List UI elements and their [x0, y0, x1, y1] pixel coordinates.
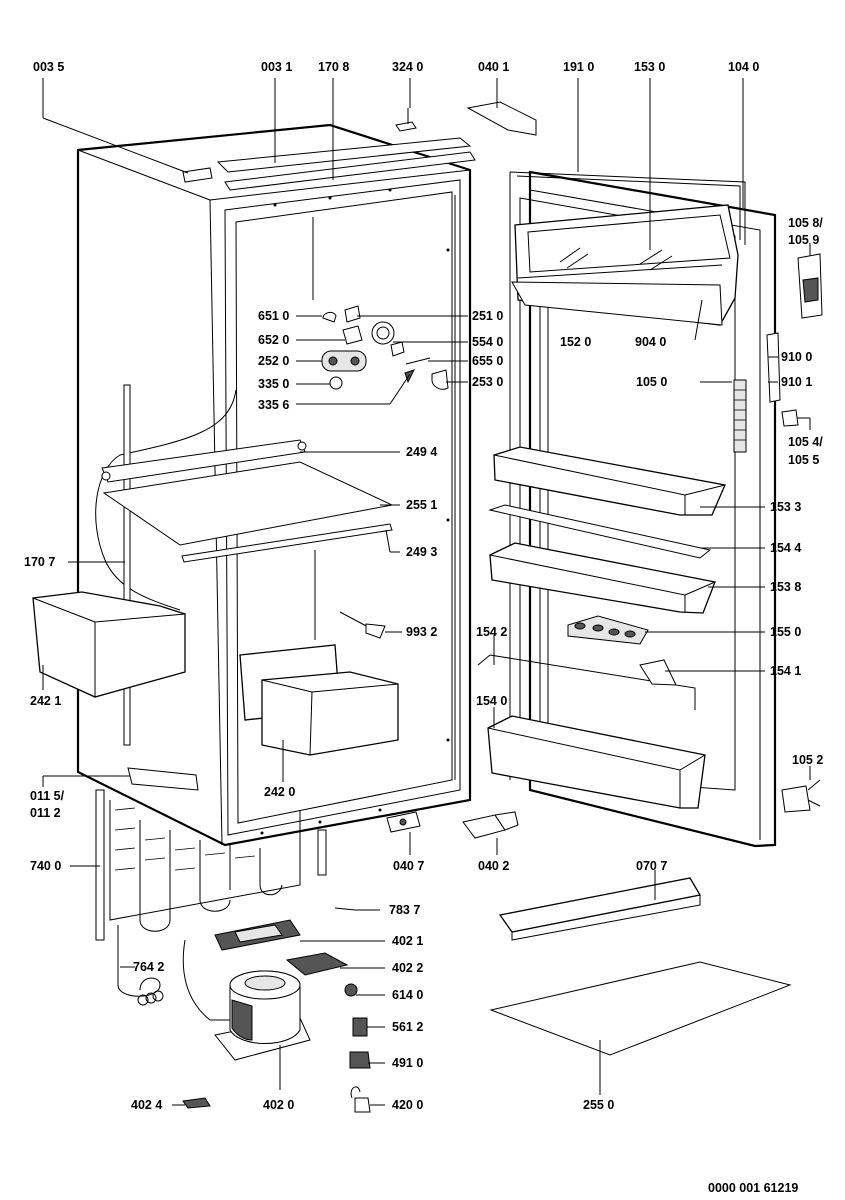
part-label: 154 0 — [476, 694, 507, 708]
part-label: 993 2 — [406, 625, 437, 639]
condenser-coil — [95, 789, 327, 941]
part-label: 324 0 — [392, 60, 423, 74]
part-label: 252 0 — [258, 354, 289, 368]
part-label: 011 5/ — [30, 789, 65, 803]
part-label: 740 0 — [30, 859, 61, 873]
part-label: 651 0 — [258, 309, 289, 323]
part-label: 003 5 — [33, 60, 64, 74]
part-label: 105 5 — [788, 453, 819, 467]
part-label: 253 0 — [472, 375, 503, 389]
leader-lines — [42, 78, 811, 1106]
part-label: 153 0 — [634, 60, 665, 74]
part-label: 170 7 — [24, 555, 55, 569]
part-label: 335 0 — [258, 377, 289, 391]
part-label: 249 4 — [406, 445, 437, 459]
part-label: 904 0 — [635, 335, 666, 349]
part-label: 040 2 — [478, 859, 509, 873]
part-label: 402 2 — [392, 961, 423, 975]
part-label: 910 1 — [781, 375, 812, 389]
part-label: 491 0 — [392, 1056, 423, 1070]
part-label: 420 0 — [392, 1098, 423, 1112]
part-label: 104 0 — [728, 60, 759, 74]
bottom-panel — [489, 961, 792, 1056]
part-label: 783 7 — [389, 903, 420, 917]
compressor — [214, 970, 311, 1061]
part-label: 655 0 — [472, 354, 503, 368]
part-label: 402 1 — [392, 934, 423, 948]
part-label: 154 4 — [770, 541, 801, 555]
part-label: 402 4 — [131, 1098, 162, 1112]
drawing-number: 0000 001 61219 — [708, 1181, 798, 1195]
part-label: 335 6 — [258, 398, 289, 412]
part-label: 040 7 — [393, 859, 424, 873]
part-label: 255 1 — [406, 498, 437, 512]
part-label: 402 0 — [263, 1098, 294, 1112]
part-label: 251 0 — [472, 309, 503, 323]
part-label: 191 0 — [563, 60, 594, 74]
part-label: 153 3 — [770, 500, 801, 514]
part-label: 154 2 — [476, 625, 507, 639]
part-label: 249 3 — [406, 545, 437, 559]
part-label: 154 1 — [770, 664, 801, 678]
part-label: 242 1 — [30, 694, 61, 708]
part-label: 561 2 — [392, 1020, 423, 1034]
part-label: 105 9 — [788, 233, 819, 247]
part-label: 910 0 — [781, 350, 812, 364]
part-label: 003 1 — [261, 60, 292, 74]
part-label: 070 7 — [636, 859, 667, 873]
door — [466, 101, 823, 848]
part-label: 153 8 — [770, 580, 801, 594]
part-label: 105 0 — [636, 375, 667, 389]
part-label: 554 0 — [472, 335, 503, 349]
part-label: 242 0 — [264, 785, 295, 799]
part-label: 170 8 — [318, 60, 349, 74]
part-label: 152 0 — [560, 335, 591, 349]
part-label: 764 2 — [133, 960, 164, 974]
part-label: 614 0 — [392, 988, 423, 1002]
part-label: 652 0 — [258, 333, 289, 347]
part-label: 040 1 — [478, 60, 509, 74]
cabinet — [32, 108, 519, 1113]
part-label: 011 2 — [30, 806, 61, 820]
part-label: 255 0 — [583, 1098, 614, 1112]
part-labels: 003 5 003 1 170 8 324 0 040 1 191 0 153 … — [24, 60, 823, 1195]
part-label: 155 0 — [770, 625, 801, 639]
part-label: 105 2 — [792, 753, 823, 767]
part-label: 105 4/ — [788, 435, 823, 449]
part-label: 105 8/ — [788, 216, 823, 230]
